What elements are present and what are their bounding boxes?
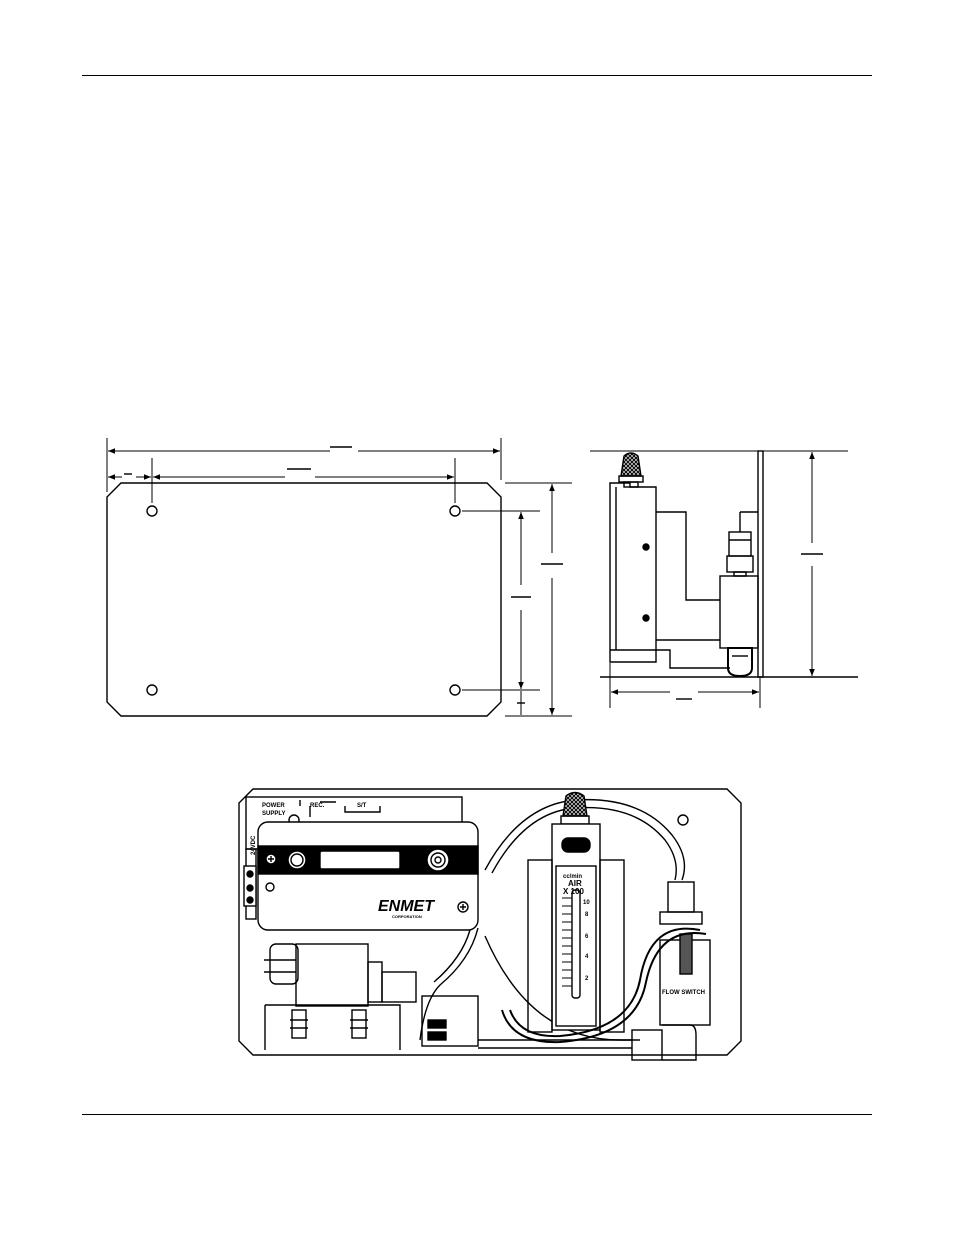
side-view-dimensions [600, 450, 858, 708]
flowmeter-scale-ticks [562, 897, 572, 987]
rec-label: REC. [310, 803, 325, 809]
assembly-drawing [238, 788, 742, 1061]
bottom-rule [82, 1114, 872, 1115]
enmet-logo: ENMET [378, 898, 435, 915]
screw-icon [642, 614, 650, 622]
flowmeter-scale-label: 8 [585, 912, 589, 918]
knurled-knob-icon [562, 791, 588, 817]
top-rule [82, 75, 872, 76]
enmet-logo-subtitle: CORPORATION [392, 914, 422, 919]
mounting-hole-icon [449, 684, 461, 696]
flowmeter-scale-label: 2 [585, 976, 589, 982]
screw-icon [457, 901, 469, 913]
mounting-hole-icon [146, 684, 158, 696]
mounting-hole-icon [677, 814, 689, 826]
mounting-hole-icon [449, 505, 461, 517]
flowmeter-scale-label: 6 [585, 934, 589, 940]
side-view [590, 450, 764, 678]
flowmeter-gas-label: AIR [568, 879, 582, 888]
flow-switch-label: FLOW SWITCH [662, 990, 705, 996]
flowmeter-units-label: cc/min [563, 874, 582, 880]
power-supply-label-line2: SUPPLY [262, 811, 285, 817]
vdc-label: 24VDC [251, 835, 257, 855]
power-supply-label-line1: POWER [262, 803, 285, 809]
screw-icon [642, 543, 650, 551]
screw-icon [265, 882, 275, 892]
front-view-mounting-plate [106, 482, 502, 717]
knurled-knob-icon [620, 452, 642, 477]
s-t-label: S/T [357, 803, 367, 809]
flowmeter-scale-label: 4 [585, 954, 589, 960]
mounting-hole-icon [146, 505, 158, 517]
flowmeter-multiplier-label: X 100 [563, 887, 584, 896]
flowmeter-scale-label: 10 [583, 900, 590, 906]
front-view-dimensions [106, 438, 572, 717]
